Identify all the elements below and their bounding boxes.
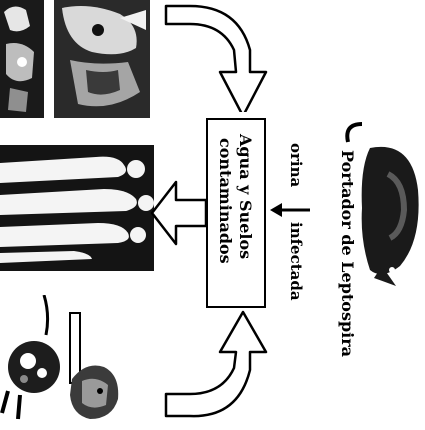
- box-line-1: Agua y Suelos: [236, 134, 255, 260]
- urine-arrow: [270, 203, 310, 217]
- dog-photo: [0, 295, 60, 420]
- urine-word-orina: orina: [287, 143, 305, 188]
- cattle-photo-2: [54, 0, 150, 118]
- reservoir-label: Portador de Leptospira: [338, 150, 357, 358]
- dog-and-pig-photos: [0, 295, 119, 420]
- livestock-photos: [0, 0, 150, 118]
- urine-word-infectada: infectada: [287, 222, 305, 301]
- human-figures-photo: [0, 145, 154, 271]
- box-to-humans-arrow: [150, 180, 208, 246]
- rat-icon: [345, 122, 419, 286]
- top-curved-arrow: [164, 4, 268, 112]
- contaminated-water-soil-box: Agua y Suelos contaminados: [206, 118, 266, 308]
- cattle-photo-1: [0, 0, 44, 118]
- box-line-2: contaminados: [216, 138, 235, 264]
- bottom-curved-arrow: [164, 310, 268, 418]
- pig-photo: [69, 312, 119, 419]
